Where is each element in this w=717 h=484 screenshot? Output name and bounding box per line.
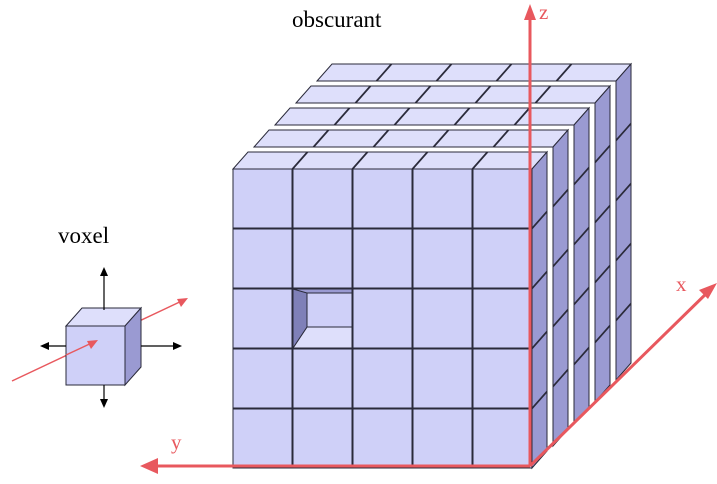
obscurant-label: obscurant — [292, 7, 382, 32]
voxel-side-face — [552, 128, 569, 208]
voxel-front-face — [292, 348, 353, 409]
x-axis-label: x — [676, 272, 687, 296]
voxel-front-face — [232, 168, 293, 229]
voxel-side-face — [615, 182, 632, 262]
y-axis-label: y — [171, 430, 182, 454]
voxel-illustration — [11, 267, 188, 408]
voxel-label: voxel — [58, 223, 110, 248]
voxel-top-face — [435, 63, 513, 82]
voxel-top-face — [375, 63, 453, 82]
ray-front-arrowhead — [87, 340, 98, 349]
voxel-top-face — [354, 85, 432, 104]
arrow-up-head — [100, 267, 108, 276]
voxel-front-face — [472, 348, 533, 409]
voxel-top-face — [414, 85, 492, 104]
voxel-top-face — [315, 63, 393, 82]
arrow-left-head — [40, 342, 49, 350]
voxel-side-face — [615, 242, 632, 322]
voxel-front-face — [472, 288, 533, 349]
voxel-side-face — [594, 204, 611, 284]
voxel-side-face — [573, 286, 590, 366]
voxel-top-face — [273, 107, 351, 126]
voxel-front-face — [352, 348, 413, 409]
voxel-side-face — [615, 122, 632, 202]
voxel-top-face — [333, 107, 411, 126]
y-axis-arrowhead — [140, 458, 158, 474]
voxel-side-face — [615, 62, 632, 142]
voxel-front-face — [412, 168, 473, 229]
voxel-side-face — [594, 324, 611, 404]
voxel-side-face — [552, 308, 569, 388]
z-axis-arrowhead — [524, 4, 536, 20]
voxel-front-face — [412, 348, 473, 409]
hollow-back-face — [306, 292, 353, 328]
voxel-side-face — [552, 188, 569, 268]
voxel-top-face — [432, 129, 510, 148]
voxel-side-face — [615, 302, 632, 382]
voxel-top-face — [393, 107, 471, 126]
voxel-front-face — [352, 228, 413, 289]
voxel-front-face — [292, 168, 353, 229]
voxel-side-face — [594, 84, 611, 164]
z-axis-label: z — [539, 0, 549, 24]
voxel-side-face — [573, 166, 590, 246]
obscurant-voxel-cube — [231, 62, 633, 470]
voxel-front-face — [232, 348, 293, 409]
voxel-top-face — [312, 129, 390, 148]
arrow-down-head — [100, 399, 108, 408]
voxel-front-face — [65, 325, 126, 386]
voxel-front-face — [352, 408, 413, 469]
voxel-top-face — [252, 129, 330, 148]
voxel-side-face — [594, 144, 611, 224]
voxel-top-face — [294, 85, 372, 104]
ray-arrowhead — [177, 298, 188, 307]
voxel-front-face — [292, 228, 353, 289]
voxel-front-face — [232, 228, 293, 289]
voxel-front-face — [352, 288, 413, 349]
x-axis-arrow — [528, 286, 714, 468]
arrow-right-head — [173, 342, 182, 350]
voxel-front-face — [232, 408, 293, 469]
voxel-front-face — [352, 168, 413, 229]
voxel-front-face — [472, 228, 533, 289]
x-axis-arrowhead — [699, 283, 717, 299]
voxel-side-face — [594, 264, 611, 344]
voxel-front-face — [412, 288, 473, 349]
voxel-top-face — [372, 129, 450, 148]
voxel-side-face — [552, 248, 569, 328]
voxel-front-face — [412, 408, 473, 469]
coordinate-axes — [140, 4, 717, 474]
voxel-side-face — [573, 106, 590, 186]
voxel-side-face — [573, 226, 590, 306]
hollow-left-wall — [292, 288, 308, 350]
voxel-front-face — [472, 168, 533, 229]
voxel-top-face — [495, 63, 573, 82]
voxel-front-face — [412, 228, 473, 289]
voxel-front-face — [472, 408, 533, 469]
voxel-front-face — [292, 408, 353, 469]
voxel-front-face — [232, 288, 293, 349]
